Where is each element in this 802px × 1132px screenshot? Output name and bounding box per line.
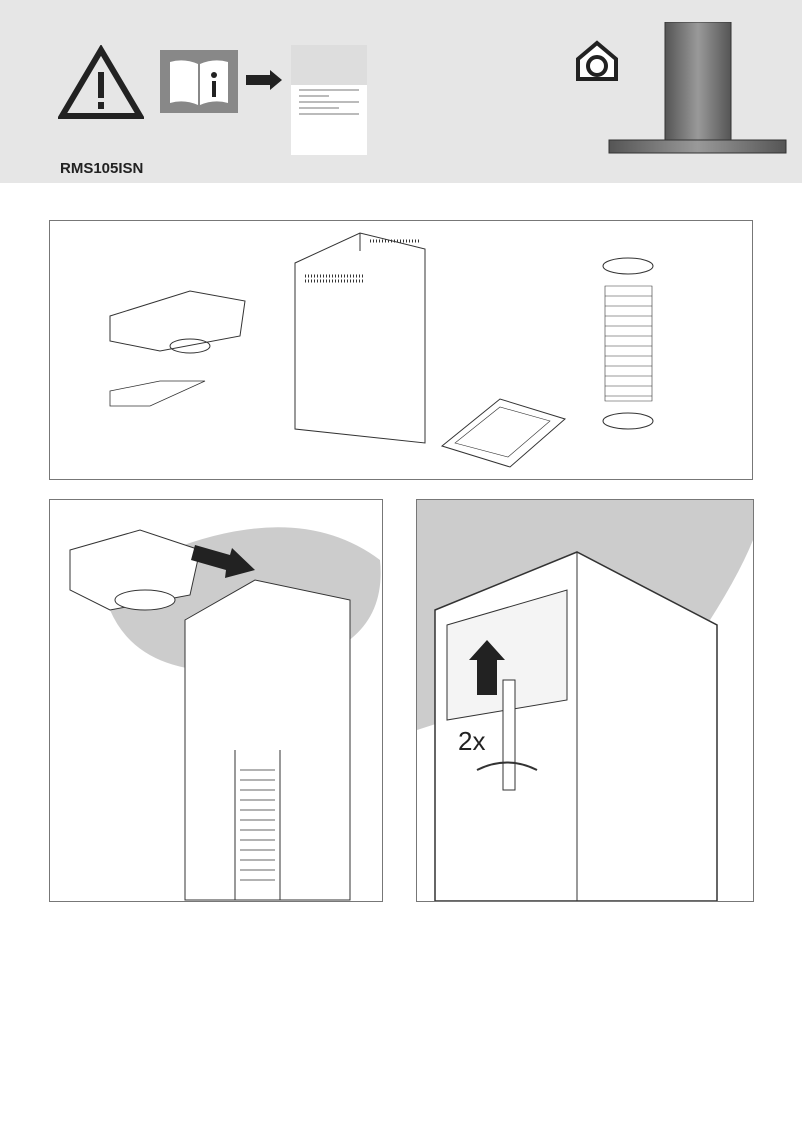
step-2-panel: 2x [416,499,754,902]
warning-icon [58,45,144,119]
manual-thumbnail [291,45,367,155]
manual-info-icon [160,50,238,113]
step-1-panel [49,499,383,902]
parts-illustration [109,232,654,468]
parts-panel [49,220,753,480]
step-2-illustration [417,500,753,901]
arrow-right-icon [246,70,282,90]
indoor-use-icon [576,40,618,81]
model-number: RMS105ISN [60,160,144,177]
step-1-illustration [69,527,381,901]
repeat-count-label: 2x [458,726,486,756]
chimney-hood-icon [608,22,787,154]
